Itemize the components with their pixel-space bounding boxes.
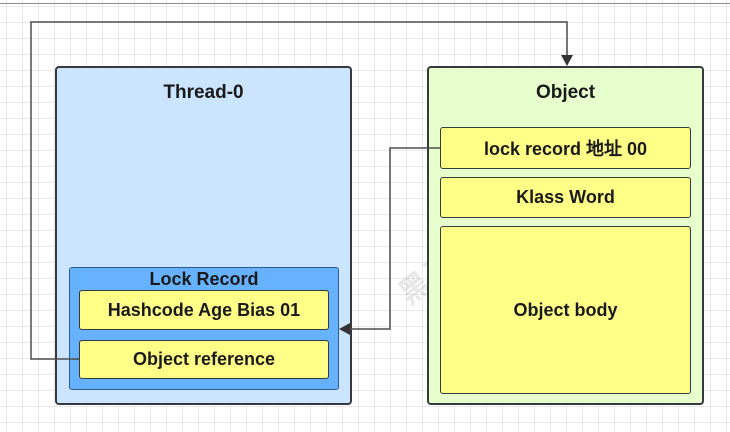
lock-record-displaced-mark-word: Hashcode Age Bias 01 <box>79 290 329 330</box>
thread-title: Thread-0 <box>163 82 244 103</box>
top-rule <box>0 3 730 4</box>
object-mark-word: lock record 地址 00 <box>440 127 691 169</box>
lock-record-title: Lock Record <box>149 269 259 289</box>
object-klass-word: Klass Word <box>440 177 691 218</box>
lock-record-object-reference: Object reference <box>79 340 329 379</box>
reference-to-object-arrowhead <box>561 55 573 66</box>
object-title: Object <box>535 82 596 103</box>
object-body: Object body <box>440 226 691 394</box>
